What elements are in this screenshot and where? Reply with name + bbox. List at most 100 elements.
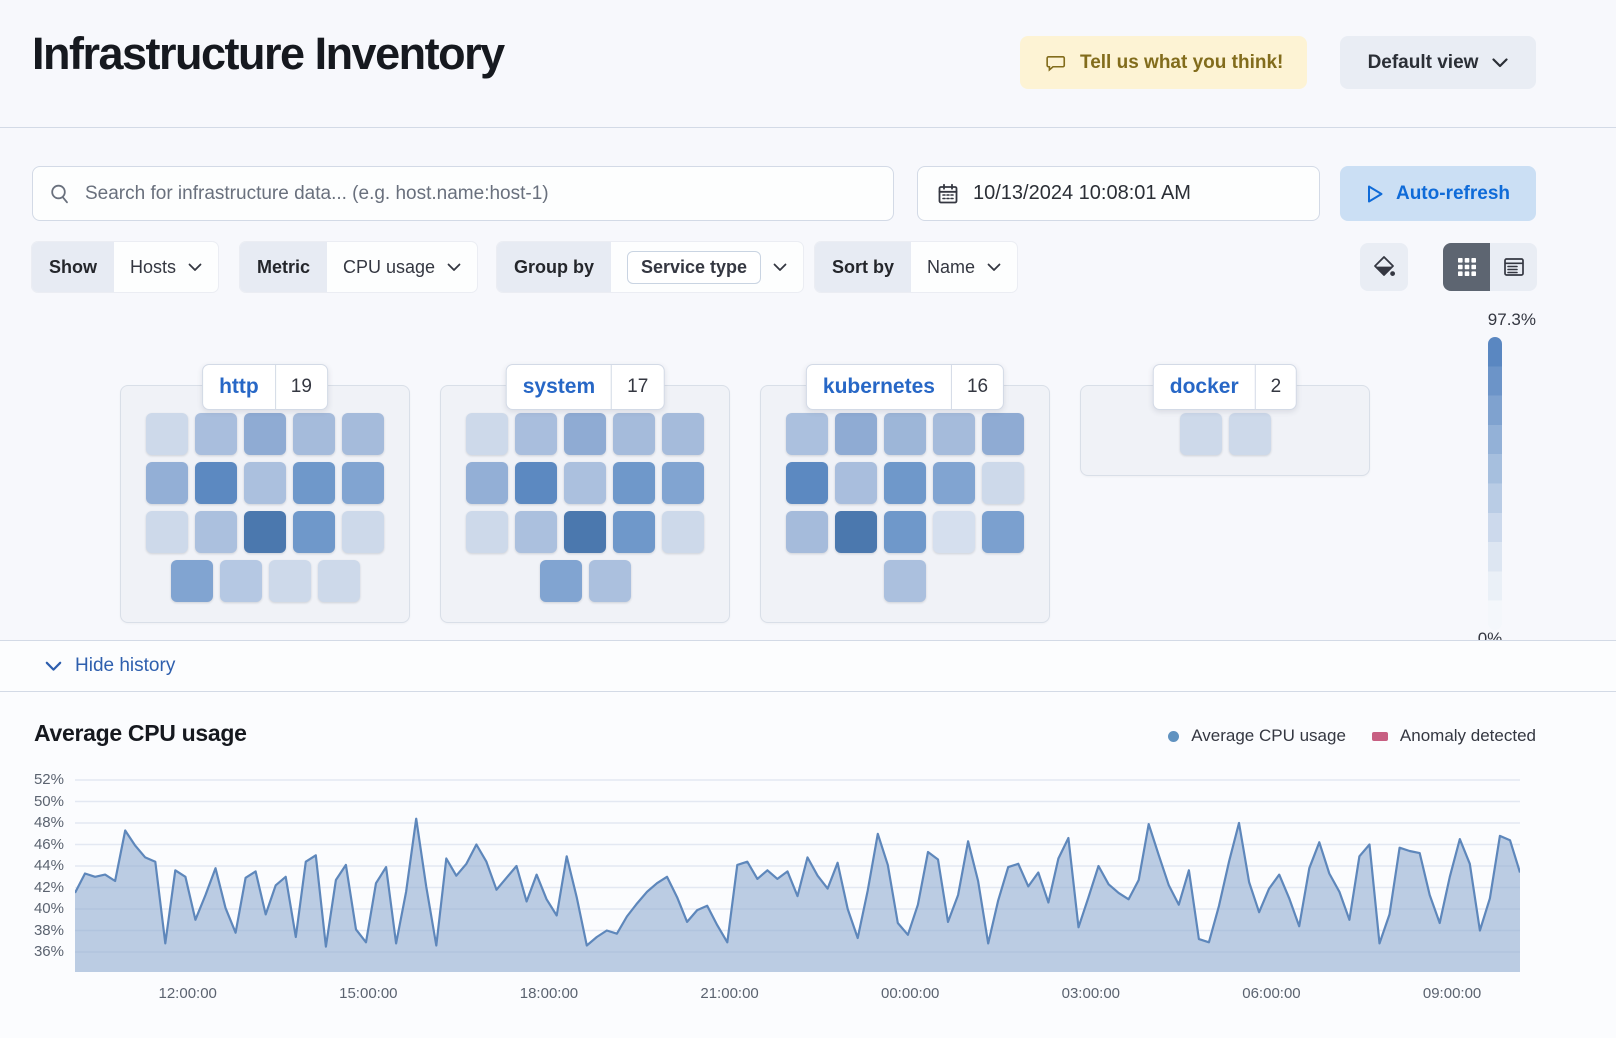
metric-filter-label: Metric (240, 242, 328, 292)
badge-divider (611, 365, 613, 409)
host-tile[interactable] (564, 511, 606, 553)
group-name[interactable]: http (219, 375, 259, 398)
group-name[interactable]: system (522, 375, 596, 398)
host-tile[interactable] (662, 462, 704, 504)
host-tile[interactable] (933, 462, 975, 504)
host-tile[interactable] (982, 462, 1024, 504)
grid-view-button[interactable] (1443, 243, 1490, 291)
host-tile[interactable] (515, 462, 557, 504)
view-select-button[interactable]: Default view (1340, 36, 1536, 89)
group-badge-system[interactable]: system 17 (505, 364, 665, 410)
host-tile[interactable] (244, 511, 286, 553)
host-tile[interactable] (662, 511, 704, 553)
group-name[interactable]: kubernetes (822, 375, 935, 398)
host-tile[interactable] (195, 511, 237, 553)
host-tile[interactable] (588, 560, 631, 602)
host-tile[interactable] (515, 413, 557, 455)
host-tile[interactable] (342, 413, 384, 455)
host-tile[interactable] (293, 511, 335, 553)
table-view-button[interactable] (1490, 243, 1537, 291)
speech-bubble-icon (1044, 51, 1068, 75)
host-tile[interactable] (293, 462, 335, 504)
search-icon (49, 183, 71, 205)
host-tile[interactable] (219, 560, 262, 602)
legend-item-cpu[interactable]: Average CPU usage (1168, 726, 1346, 746)
color-palette-button[interactable] (1360, 243, 1408, 291)
show-filter-value: Hosts (130, 256, 177, 277)
host-tile[interactable] (982, 413, 1024, 455)
host-tile[interactable] (564, 413, 606, 455)
host-tile[interactable] (539, 560, 582, 602)
badge-divider (950, 365, 952, 409)
host-tile[interactable] (564, 462, 606, 504)
host-tile[interactable] (613, 413, 655, 455)
host-tile[interactable] (835, 511, 877, 553)
group-count: 2 (1270, 376, 1282, 397)
y-axis-tick: 40% (33, 900, 64, 917)
group-badge-docker[interactable]: docker 2 (1152, 364, 1298, 410)
host-tile[interactable] (146, 462, 188, 504)
play-icon (1366, 184, 1384, 204)
host-tile[interactable] (244, 462, 286, 504)
host-tile[interactable] (170, 560, 213, 602)
host-tile[interactable] (466, 511, 508, 553)
cpu-usage-chart[interactable] (75, 772, 1520, 972)
host-tile[interactable] (835, 413, 877, 455)
host-tile[interactable] (786, 511, 828, 553)
host-tile[interactable] (786, 462, 828, 504)
host-tile[interactable] (244, 413, 286, 455)
host-tile[interactable] (342, 462, 384, 504)
header-divider (0, 127, 1616, 128)
search-input[interactable] (83, 181, 877, 206)
group-name[interactable]: docker (1169, 375, 1239, 398)
show-filter-group: Show Hosts (32, 242, 219, 292)
host-tile[interactable] (268, 560, 311, 602)
feedback-button[interactable]: Tell us what you think! (1020, 36, 1308, 89)
host-tile[interactable] (146, 413, 188, 455)
host-tile[interactable] (466, 413, 508, 455)
host-tile[interactable] (613, 511, 655, 553)
host-tile[interactable] (933, 413, 975, 455)
groupby-filter-select[interactable]: Service type (611, 242, 803, 292)
host-tile[interactable] (1179, 413, 1222, 455)
legend-anomaly-label: Anomaly detected (1399, 726, 1536, 745)
host-tile[interactable] (982, 511, 1024, 553)
show-filter-select[interactable]: Hosts (114, 242, 218, 292)
host-tile[interactable] (786, 413, 828, 455)
legend-item-anomaly[interactable]: Anomaly detected (1371, 726, 1536, 746)
host-tile[interactable] (933, 511, 975, 553)
waffle-group-system: system 17 (440, 364, 730, 623)
x-axis-tick: 09:00:00 (1422, 985, 1482, 1002)
host-tile[interactable] (884, 462, 926, 504)
group-badge-kubernetes[interactable]: kubernetes 16 (805, 364, 1005, 410)
host-tile[interactable] (195, 462, 237, 504)
host-tile[interactable] (884, 413, 926, 455)
host-tile[interactable] (1228, 413, 1271, 455)
auto-refresh-button[interactable]: Auto-refresh (1340, 166, 1536, 221)
metric-filter-select[interactable]: CPU usage (327, 242, 477, 292)
group-count: 17 (627, 376, 649, 397)
host-tile[interactable] (613, 462, 655, 504)
host-tile[interactable] (515, 511, 557, 553)
host-tile[interactable] (342, 511, 384, 553)
host-tile[interactable] (466, 462, 508, 504)
host-tile[interactable] (662, 413, 704, 455)
host-tile[interactable] (293, 413, 335, 455)
host-tile[interactable] (146, 511, 188, 553)
datetime-picker[interactable]: 10/13/2024 10:08:01 AM (917, 166, 1320, 221)
chevron-down-icon (447, 263, 461, 271)
host-tile[interactable] (884, 511, 926, 553)
host-tile[interactable] (195, 413, 237, 455)
sortby-filter-select[interactable]: Name (911, 242, 1017, 292)
groupby-filter-group: Group by Service type (497, 242, 804, 292)
group-count: 16 (966, 376, 989, 397)
sortby-filter-value: Name (927, 256, 976, 277)
hide-history-link[interactable]: Hide history (45, 655, 175, 677)
host-tile[interactable] (317, 560, 360, 602)
host-tile[interactable] (835, 462, 877, 504)
chevron-down-icon (188, 263, 202, 271)
host-tile[interactable] (884, 560, 926, 602)
